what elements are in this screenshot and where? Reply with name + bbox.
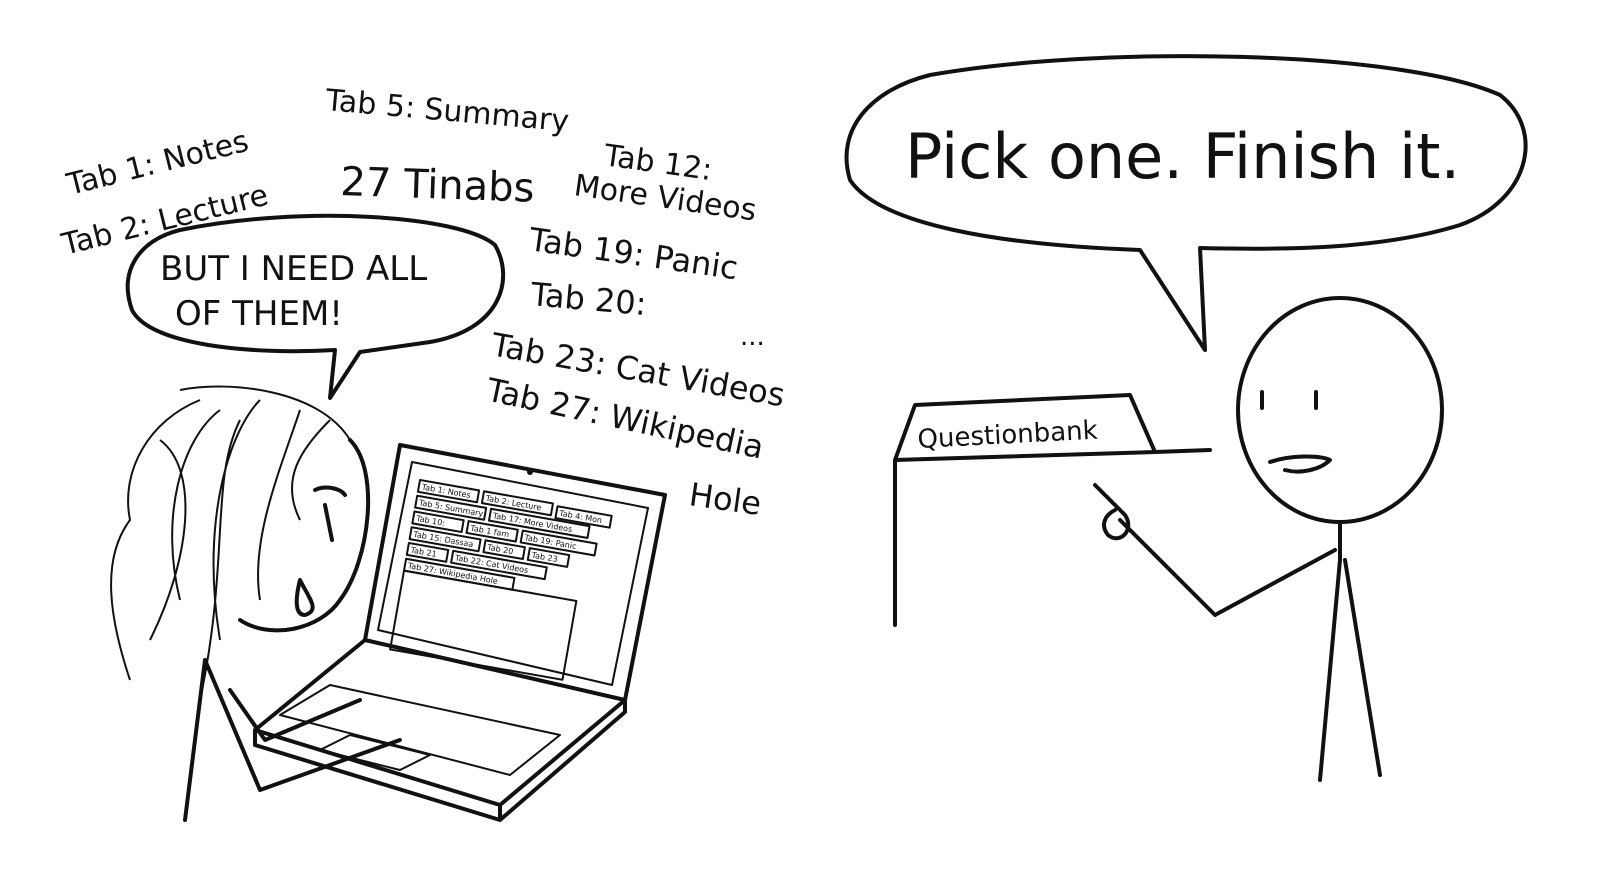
tab-count-label: 27 Tinabs [340,159,536,212]
stressed-student [110,385,402,822]
ellipsis-label: ... [740,322,765,352]
laptop: Tab 1: Notes Tab 2: Lecture Tab 4: Mon T… [253,443,667,822]
bubble-text: BUT I NEED ALL [160,249,427,289]
bubble-text: OF THEM! [175,294,343,334]
speech-bubble-left: BUT I NEED ALL OF THEM! [125,213,506,400]
stick-figure [1093,296,1444,782]
folder-label: Questionbank [917,416,1099,455]
speech-bubble-right: Pick one. Finish it. [844,54,1528,352]
floating-tab-labels: Tab 1: Notes Tab 2: Lecture Tab 5: Summa… [57,83,787,523]
tab-label: Tab 20: [528,275,648,323]
browser-tabs: Tab 1: Notes Tab 2: Lecture Tab 4: Mon T… [389,479,613,681]
questionbank-folder: Questionbank [893,393,1212,627]
bubble-text: Pick one. Finish it. [905,120,1460,193]
webcam-icon [527,469,533,475]
tab-label: Hole [687,475,764,523]
tab-label: Tab 5: Summary [323,83,570,139]
